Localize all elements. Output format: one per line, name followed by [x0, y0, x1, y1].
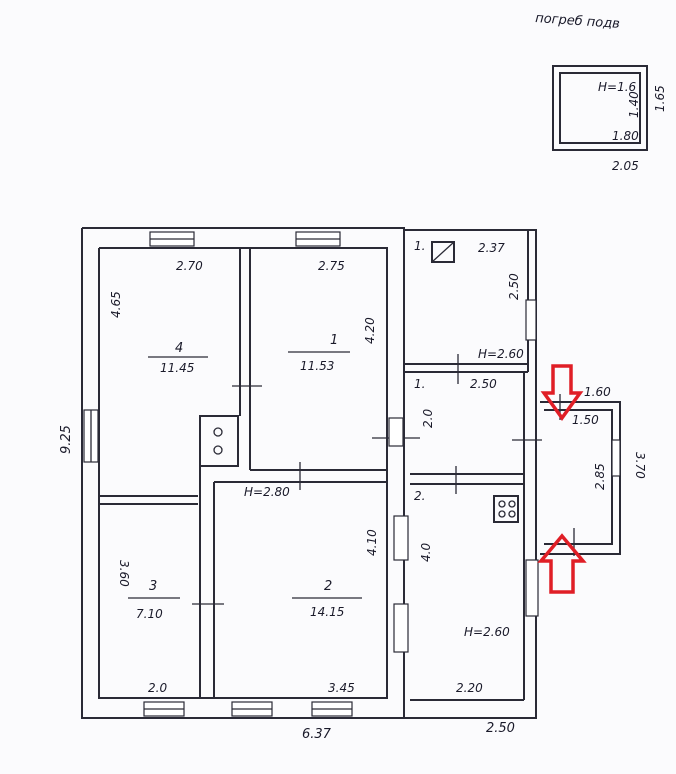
annex-mid-number: 1.	[414, 377, 425, 391]
cellar-outer-bottom-dim: 2.05	[612, 159, 639, 173]
room2-area: 14.15	[310, 605, 344, 619]
annex-bottom-dim: 2.50	[486, 721, 515, 736]
main-inner-wall	[98, 247, 388, 699]
room1-width: 2.75	[318, 259, 345, 273]
room1-area: 11.53	[300, 359, 334, 373]
stove-burner-icon	[213, 427, 223, 437]
stove	[199, 415, 239, 467]
annex-top-number: 1.	[414, 239, 425, 253]
porch-walls	[540, 394, 621, 556]
window-right-2	[393, 603, 409, 653]
annex-labels: 1. 2.37 2.50 H=2.60 1. 2.50 2.0 2. 4.0 H…	[414, 239, 524, 736]
annex-window-bottom	[525, 559, 539, 617]
window-right-1	[393, 515, 409, 561]
annex-walls	[404, 229, 542, 719]
main-labels: 2.70 4.65 4 11.45 2.75 4.20 1 11.53 H=2.…	[59, 259, 379, 742]
main-house-walls	[81, 227, 420, 719]
stove-burner-icon	[498, 500, 506, 508]
porch-inner-wall	[544, 409, 613, 545]
stove-burner-icon	[508, 500, 516, 508]
stove-burner-icon	[498, 510, 506, 518]
red-arrows	[537, 364, 587, 594]
main-height: H=2.80	[244, 485, 290, 499]
room4-width: 2.70	[176, 259, 203, 273]
room3-width: 2.0	[148, 681, 167, 695]
main-windows	[83, 231, 409, 717]
main-outer-wall	[81, 227, 405, 719]
annex-bottom-height: H=2.60	[464, 625, 510, 639]
room2-depth: 4.10	[365, 529, 379, 556]
porch-depth: 2.85	[593, 463, 607, 490]
stove-burner-icon	[508, 510, 516, 518]
stove-burner-icon	[213, 445, 223, 455]
annex-top-width: 2.37	[478, 241, 505, 255]
room4-area: 11.45	[160, 361, 194, 375]
annex-top-height: H=2.60	[478, 347, 524, 361]
room4-depth: 4.65	[109, 291, 123, 318]
cellar-height: H=1.6	[598, 80, 637, 94]
porch-inner-dim: 1.50	[572, 413, 599, 427]
room3-number: 3	[149, 579, 157, 594]
room1-depth: 4.20	[363, 317, 377, 344]
room3-depth: 3.60	[117, 560, 131, 587]
tank-icon	[431, 241, 455, 263]
arrow-down-icon	[540, 364, 584, 421]
porch-window	[611, 439, 621, 477]
cellar-inner-wall	[559, 72, 641, 144]
annex-bottom-number: 2.	[414, 489, 425, 503]
porch-outer-wall	[540, 401, 621, 555]
kitchen-stove	[493, 495, 519, 523]
cellar-inner-dim: 1.80	[612, 129, 639, 143]
room1-number: 1	[330, 333, 338, 348]
cellar-sketch: погреб подв H=1.6 1.40 1.80 1.65 2.05	[535, 11, 667, 173]
annex-bottom-depth: 4.0	[419, 543, 433, 562]
cellar-side-dim: 1.40	[627, 91, 641, 118]
annex-top-depth: 2.50	[507, 273, 521, 300]
window-mid	[388, 417, 404, 447]
porch-outer-dim: 3.70	[633, 452, 647, 479]
cellar-outer-side-dim: 1.65	[653, 85, 667, 112]
porch-labels: 1.60 1.50 2.85 3.70	[572, 385, 647, 490]
overall-width-dim: 6.37	[302, 727, 332, 742]
cellar-title: погреб подв	[535, 11, 621, 32]
annex-bottom-width: 2.20	[456, 681, 483, 695]
room2-number: 2	[324, 579, 332, 594]
room3-area: 7.10	[136, 607, 163, 621]
room4-number: 4	[175, 341, 183, 356]
room2-width: 3.45	[328, 681, 355, 695]
annex-mid-width: 2.50	[470, 377, 497, 391]
annex-outer-wall	[404, 229, 537, 719]
arrow-up-icon	[537, 533, 587, 594]
porch-top-dim: 1.60	[584, 385, 611, 399]
overall-height-dim: 9.25	[59, 425, 74, 454]
annex-window-top	[525, 299, 537, 341]
cellar-outer-wall	[552, 65, 648, 151]
annex-mid-depth: 2.0	[421, 409, 435, 428]
